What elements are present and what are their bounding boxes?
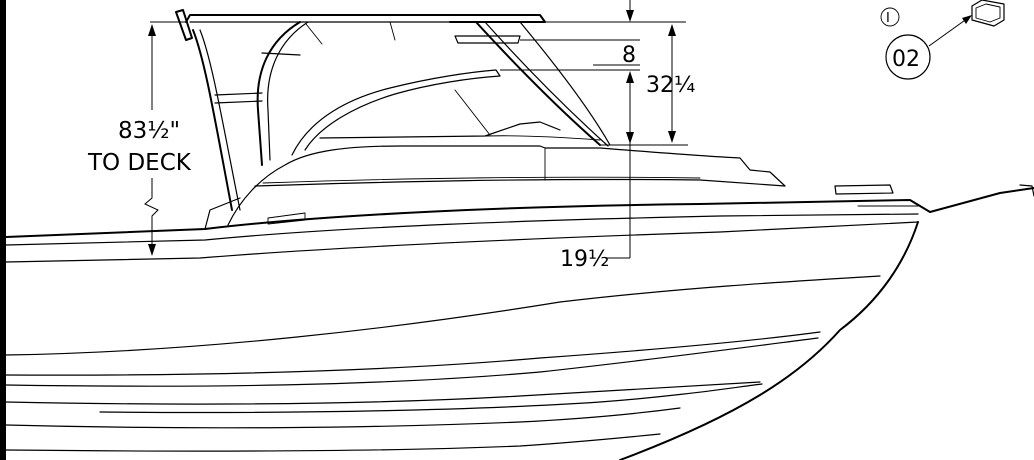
hull xyxy=(5,184,1034,460)
frame-left-border xyxy=(0,0,6,460)
windshield-to-top-label: 32¼ xyxy=(646,73,695,98)
overall-height-label: 83½" xyxy=(118,118,180,144)
dimension-lines xyxy=(144,0,688,259)
deck-to-windshield-label: 19½ xyxy=(560,247,609,272)
callout-index: I xyxy=(886,11,890,26)
callout-part-icon xyxy=(971,0,1005,27)
overall-height-note: TO DECK xyxy=(87,150,192,176)
callout-code: 02 xyxy=(892,47,920,72)
cabin xyxy=(204,69,786,230)
top-gap-label: 8 xyxy=(622,43,636,68)
callout: I 02 xyxy=(880,0,1005,80)
